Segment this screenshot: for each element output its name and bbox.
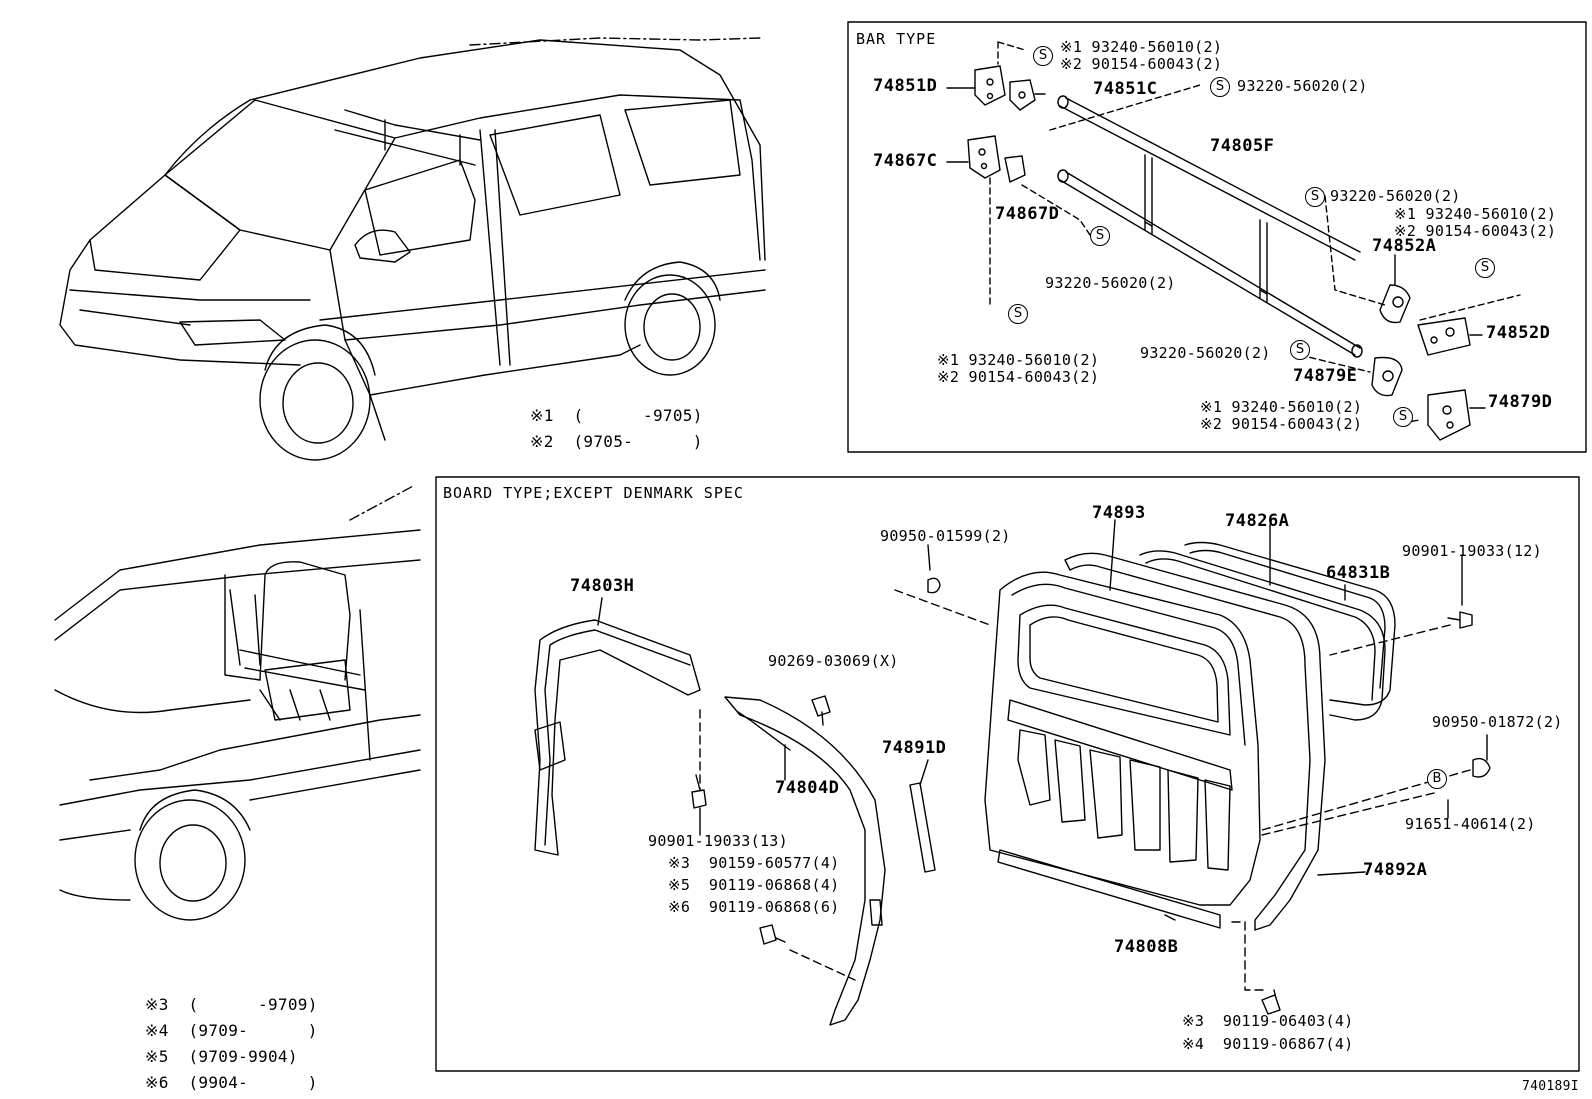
van-illustration-bottom	[54, 484, 421, 921]
part-74891D: 74891D	[882, 738, 947, 758]
b-symbol: B	[1427, 769, 1447, 789]
board-callout-6: 90901-19033(13)	[648, 832, 788, 850]
board-type-title: BOARD TYPE;EXCEPT DENMARK SPEC	[443, 484, 744, 502]
part-74852A: 74852A	[1372, 236, 1437, 256]
part-74851D: 74851D	[873, 76, 938, 96]
bar-callout-4a: ※1 93240-56010(2)	[1394, 205, 1557, 223]
figure-id: 740189I	[1522, 1079, 1579, 1094]
part-74879D: 74879D	[1488, 392, 1553, 412]
note-1: ※1 ( -9705)	[530, 406, 703, 425]
s-symbol-1: S	[1033, 46, 1053, 66]
board-type-parts	[534, 519, 1491, 1026]
part-74826A: 74826A	[1225, 511, 1290, 531]
s-symbol-4: S	[1090, 226, 1110, 246]
board-callout-10: ※3 90119-06403(4)	[1182, 1012, 1354, 1030]
part-74852D: 74852D	[1486, 323, 1551, 343]
bar-callout-8a: ※1 93240-56010(2)	[1200, 398, 1363, 416]
board-callout-1: 90950-01599(2)	[880, 527, 1011, 545]
part-74808B: 74808B	[1114, 937, 1179, 957]
part-74892A: 74892A	[1363, 860, 1428, 880]
bar-callout-3: 93220-56020(2)	[1330, 187, 1461, 205]
bar-type-title: BAR TYPE	[856, 30, 937, 48]
bar-callout-2: 93220-56020(2)	[1237, 77, 1368, 95]
part-64831B: 64831B	[1326, 563, 1391, 583]
bar-type-frame	[847, 21, 1587, 453]
s-symbol-7: S	[1290, 340, 1310, 360]
bar-callout-1a: ※1 93240-56010(2)	[1060, 38, 1223, 56]
part-74851C: 74851C	[1093, 79, 1158, 99]
bar-callout-4b: ※2 90154-60043(2)	[1394, 222, 1557, 240]
bar-callout-6a: ※1 93240-56010(2)	[937, 351, 1100, 369]
part-74803H: 74803H	[570, 576, 635, 596]
part-74804D: 74804D	[775, 778, 840, 798]
s-symbol-3: S	[1305, 187, 1325, 207]
bar-callout-8b: ※2 90154-60043(2)	[1200, 415, 1363, 433]
part-74805F: 74805F	[1210, 136, 1275, 156]
board-callout-9: ※6 90119-06868(6)	[668, 898, 840, 916]
part-74867C: 74867C	[873, 151, 938, 171]
part-74893: 74893	[1092, 503, 1146, 523]
note-3: ※3 ( -9709)	[145, 995, 318, 1014]
bar-callout-5: 93220-56020(2)	[1045, 274, 1176, 292]
part-74879E: 74879E	[1293, 366, 1358, 386]
bar-callout-1b: ※2 90154-60043(2)	[1060, 55, 1223, 73]
note-6: ※6 (9904- )	[145, 1073, 318, 1092]
bar-callout-6b: ※2 90154-60043(2)	[937, 368, 1100, 386]
board-callout-3: 90269-03069(X)	[768, 652, 899, 670]
board-callout-4: 90950-01872(2)	[1432, 713, 1563, 731]
board-callout-8: ※5 90119-06868(4)	[668, 876, 840, 894]
note-4: ※4 (9709- )	[145, 1021, 318, 1040]
board-callout-11: ※4 90119-06867(4)	[1182, 1035, 1354, 1053]
s-symbol-5: S	[1475, 258, 1495, 278]
board-callout-5: 91651-40614(2)	[1405, 815, 1536, 833]
board-callout-2: 90901-19033(12)	[1402, 542, 1542, 560]
s-symbol-6: S	[1008, 304, 1028, 324]
board-callout-7: ※3 90159-60577(4)	[668, 854, 840, 872]
part-74867D: 74867D	[995, 204, 1060, 224]
s-symbol-2: S	[1210, 77, 1230, 97]
note-5: ※5 (9709-9904)	[145, 1047, 298, 1066]
van-illustration-top	[59, 37, 766, 461]
note-2: ※2 (9705- )	[530, 432, 703, 451]
board-type-frame	[435, 476, 1580, 1072]
bar-type-parts	[946, 41, 1521, 441]
bar-callout-7: 93220-56020(2)	[1140, 344, 1271, 362]
s-symbol-8: S	[1393, 407, 1413, 427]
